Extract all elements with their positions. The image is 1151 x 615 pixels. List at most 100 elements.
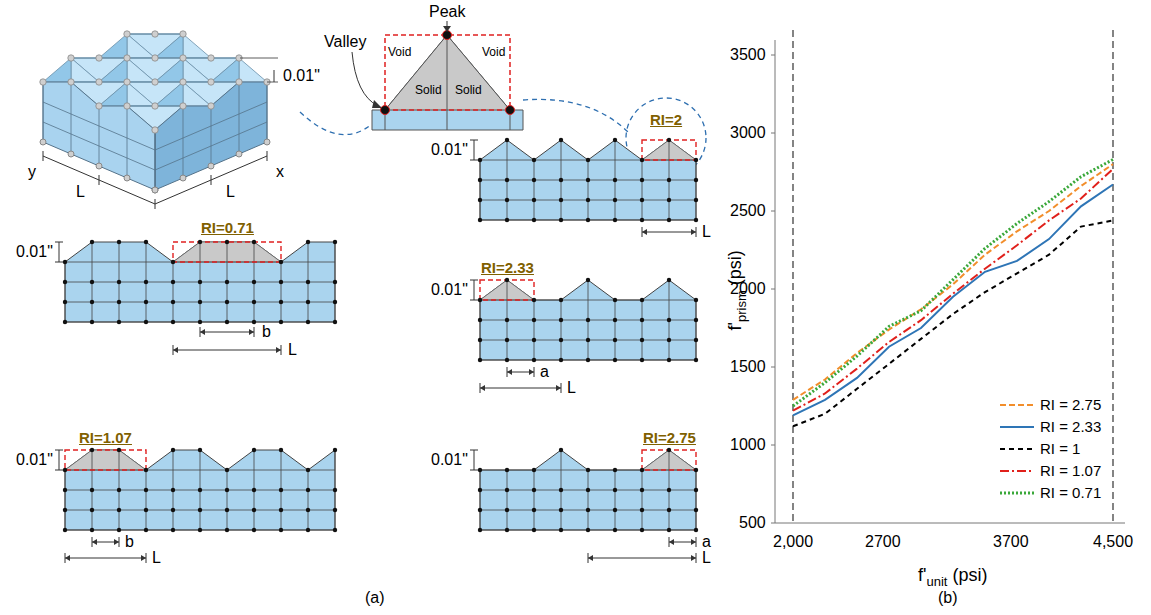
mesh-node (252, 240, 256, 244)
mesh-node (667, 198, 671, 202)
dimension-label: 0.01" (431, 451, 468, 469)
figure-stroke (588, 470, 589, 530)
mesh-node (225, 280, 229, 284)
mesh-node (694, 338, 698, 342)
mesh-face (211, 58, 239, 82)
region-label: Solid (415, 83, 442, 97)
figure-stroke (65, 450, 335, 530)
mesh-node (640, 298, 644, 302)
dimension-line (474, 140, 475, 160)
mesh-node (152, 127, 158, 133)
mesh-node (63, 528, 67, 532)
mesh-node (640, 178, 644, 182)
mesh-node (667, 338, 671, 342)
figure-stroke (696, 300, 697, 360)
mesh-node (586, 218, 590, 222)
mesh-node (63, 320, 67, 324)
figure-stroke (534, 470, 535, 530)
mesh-node (63, 300, 67, 304)
mesh-node (532, 338, 536, 342)
tick-label: 3000 (730, 124, 766, 142)
mesh-node (640, 338, 644, 342)
dimension-line (274, 70, 275, 82)
dimension-label: L (567, 379, 576, 397)
dimension-label: L (76, 183, 85, 201)
profile-label: RI=1.07 (79, 429, 132, 447)
axis-title-part: f' (918, 565, 926, 585)
mesh-node (198, 528, 202, 532)
axis-title-part: unit (926, 574, 947, 589)
mesh-node (252, 488, 256, 492)
mesh-node (198, 448, 202, 452)
mesh-node (96, 55, 102, 61)
profile-label: RI=2 (650, 111, 682, 129)
mesh-node (171, 260, 175, 264)
line-chart (771, 30, 1125, 523)
mesh-node (532, 198, 536, 202)
mesh-node (586, 468, 590, 472)
figure-stroke (696, 470, 697, 530)
mesh-node (478, 178, 482, 182)
mesh-node (225, 240, 229, 244)
mesh-node (613, 358, 617, 362)
mesh-node (505, 278, 509, 282)
mesh-node (279, 508, 283, 512)
figure-stroke (696, 160, 697, 220)
figure-stroke (561, 300, 562, 360)
mesh-face (155, 34, 183, 58)
mesh-node (640, 198, 644, 202)
mesh-node (68, 151, 74, 157)
figure-stroke (480, 385, 485, 391)
valley-label: Valley (324, 33, 366, 51)
mesh-node (225, 468, 229, 472)
figure-stroke (480, 140, 696, 220)
mesh-node (559, 528, 563, 532)
mesh-node (613, 178, 617, 182)
mesh-node (279, 300, 283, 304)
mesh-node (40, 79, 46, 85)
dimension-label: L (226, 183, 235, 201)
figure-stroke (200, 329, 205, 335)
mesh-node (117, 528, 121, 532)
x-axis-title: f'unit (psi) (918, 564, 987, 593)
mesh-node (252, 320, 256, 324)
mesh-node (180, 55, 186, 61)
figure-stroke (480, 470, 481, 530)
mesh-node (90, 448, 94, 452)
axis-label: y (28, 163, 36, 181)
mesh-node (667, 138, 671, 142)
mesh-node (667, 488, 671, 492)
mesh-face (183, 82, 211, 106)
mesh-node (694, 508, 698, 512)
figure-stroke (55, 262, 63, 263)
highlight-box (173, 242, 281, 262)
mesh-node (63, 508, 67, 512)
mesh-node (613, 298, 617, 302)
dimension-line (43, 156, 155, 204)
mesh-node (694, 158, 698, 162)
figure-stroke (55, 450, 63, 451)
mesh-node (505, 318, 509, 322)
mesh-node (144, 240, 148, 244)
figure-stroke (771, 289, 775, 290)
roughness-profile (470, 278, 698, 393)
region-label: Solid (455, 83, 482, 97)
mesh-node (613, 198, 617, 202)
mesh-node (505, 468, 509, 472)
mesh-node (613, 318, 617, 322)
mesh-node (171, 488, 175, 492)
figure-stroke (771, 445, 775, 446)
mesh-face (127, 82, 155, 106)
mesh-node (333, 508, 337, 512)
figure-stroke (43, 151, 44, 161)
dimension-line (59, 242, 60, 262)
mesh-node (279, 280, 283, 284)
mesh-node (90, 528, 94, 532)
mesh-node (117, 320, 121, 324)
mesh-node (152, 55, 158, 61)
figure-stroke (141, 555, 146, 561)
figure-stroke (146, 470, 147, 530)
mesh-node (225, 300, 229, 304)
mesh-node (144, 300, 148, 304)
mesh-node (613, 338, 617, 342)
